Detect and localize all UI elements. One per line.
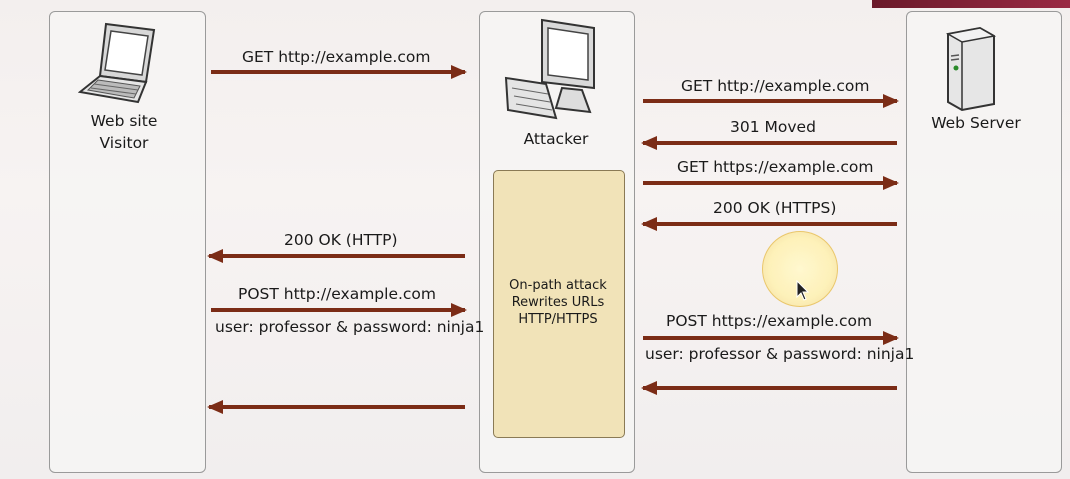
msg-moved: 301 Moved	[730, 118, 816, 136]
arrow-server-to-attacker-ok-https	[641, 217, 897, 231]
arrow-attacker-to-server-get	[643, 94, 899, 108]
attack-box	[493, 170, 625, 438]
desktop-computer-icon	[504, 18, 595, 120]
server-label: Web Server	[931, 114, 1021, 132]
msg-visitor-get: GET http://example.com	[242, 48, 431, 66]
msg-ok-https: 200 OK (HTTPS)	[713, 199, 837, 217]
arrow-attacker-to-visitor-ok	[207, 249, 465, 263]
arrow-server-to-attacker-moved	[641, 136, 897, 150]
msg-visitor-creds: user: professor & password: ninja1	[215, 318, 485, 336]
laptop-icon	[78, 22, 156, 104]
attack-line3: HTTP/HTTPS	[518, 312, 598, 327]
arrow-attacker-to-server-post	[643, 331, 899, 345]
msg-ok-http: 200 OK (HTTP)	[284, 231, 398, 249]
arrow-attacker-to-server-get-https	[643, 176, 899, 190]
msg-visitor-post: POST http://example.com	[238, 285, 437, 303]
msg-attacker-get-https: GET https://example.com	[677, 158, 874, 176]
arrow-attacker-to-visitor-response	[207, 400, 465, 414]
mouse-cursor-icon	[796, 280, 810, 301]
arrow-visitor-to-attacker-post	[211, 303, 467, 317]
visitor-label-line1: Web site	[90, 112, 158, 130]
arrow-server-to-attacker-response	[641, 381, 897, 395]
arrow-visitor-to-attacker-get	[211, 65, 467, 79]
server-icon	[945, 26, 997, 112]
visitor-label-line2: Visitor	[99, 134, 149, 152]
attacker-label: Attacker	[523, 130, 589, 148]
msg-attacker-get: GET http://example.com	[681, 77, 870, 95]
msg-attacker-post: POST https://example.com	[666, 312, 873, 330]
msg-attacker-creds: user: professor & password: ninja1	[645, 345, 915, 363]
attack-line2: Rewrites URLs	[511, 295, 605, 310]
attack-line1: On-path attack	[509, 278, 607, 293]
corner-decoration	[872, 0, 1070, 8]
